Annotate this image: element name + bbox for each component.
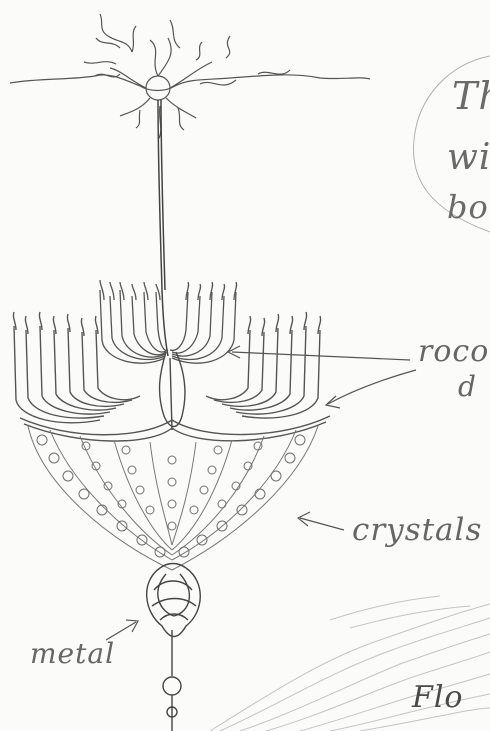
upper-candle-tier bbox=[100, 280, 237, 363]
note-crystals: crystals bbox=[352, 512, 482, 548]
note-top-line-2: wi bbox=[447, 137, 490, 178]
ceiling-rose bbox=[10, 14, 370, 140]
crystal-bowl bbox=[28, 426, 318, 570]
note-rococo: rococ bbox=[418, 334, 490, 369]
note-metal: metal bbox=[30, 637, 115, 670]
note-top-line-3: bo bbox=[447, 188, 489, 226]
metal-ornament bbox=[147, 564, 201, 731]
note-flo: Flo bbox=[412, 680, 463, 715]
note-rococo-cont: d bbox=[458, 370, 477, 403]
central-column bbox=[160, 352, 185, 430]
annotation-arrows bbox=[106, 346, 416, 640]
note-top-line-1: Th bbox=[452, 74, 490, 118]
